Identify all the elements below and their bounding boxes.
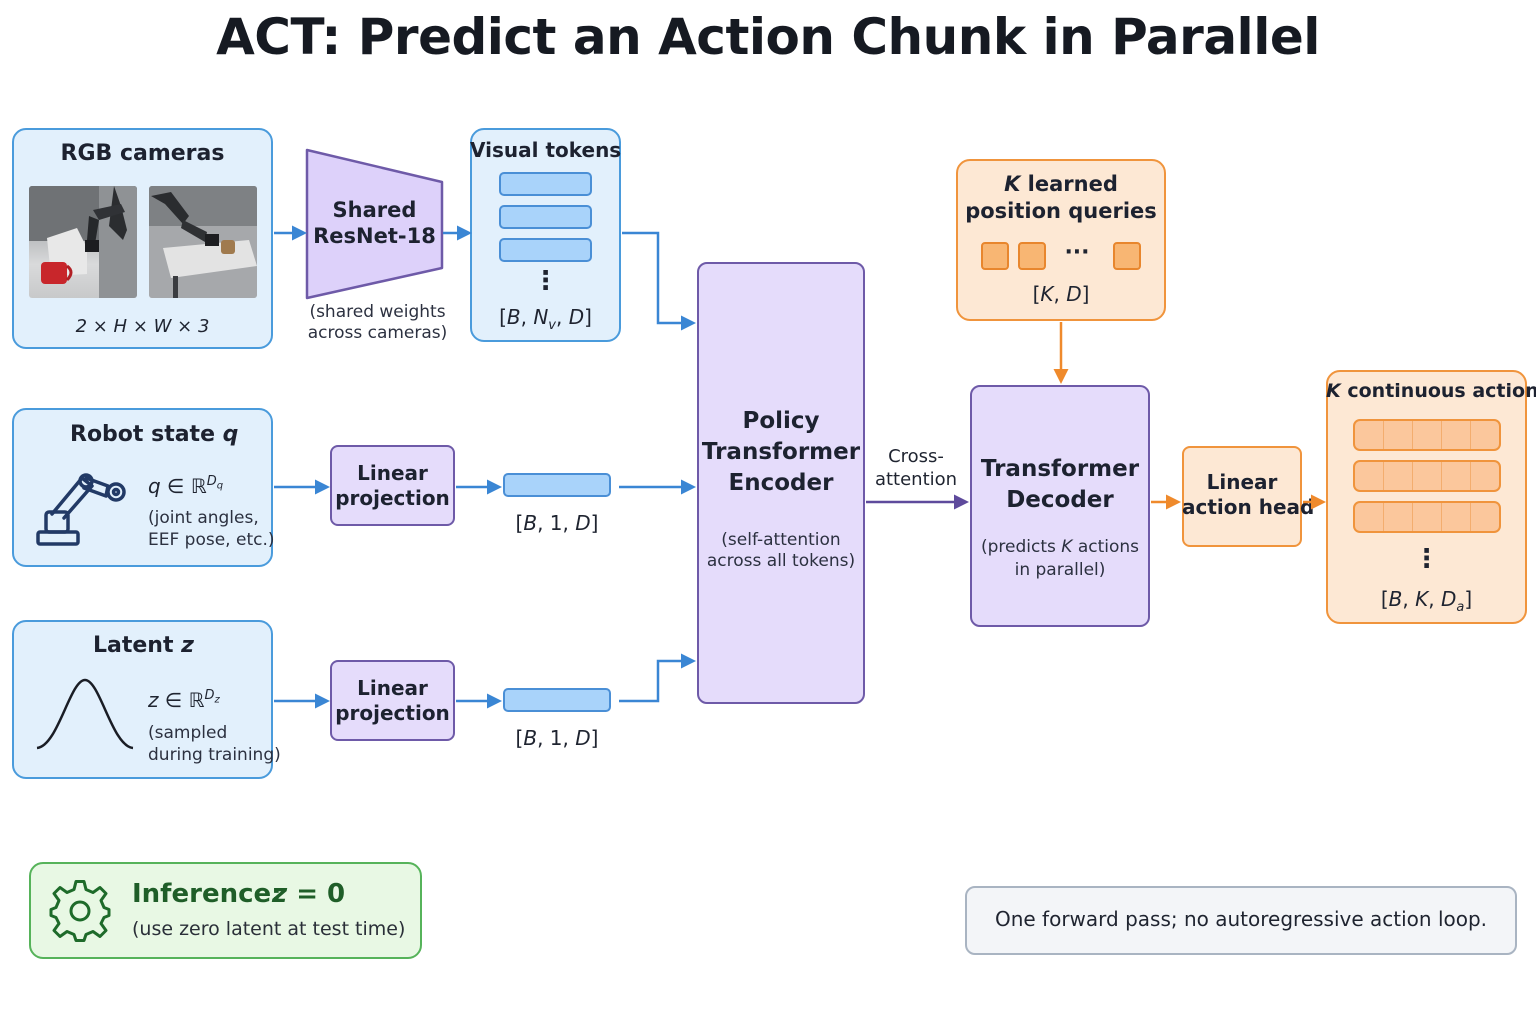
encoder-note-2: across all tokens) (706, 551, 856, 571)
linear-projection-1-label-1: Linear (357, 461, 428, 485)
actions-box (1326, 370, 1527, 624)
camera-photo-right-icon (149, 186, 257, 298)
resnet-label-1: Shared (332, 198, 417, 222)
visual-token-1 (499, 172, 592, 196)
inference-box (29, 862, 422, 959)
arrow-tokens-to-encoder (622, 231, 696, 331)
camera-photo-left-icon (29, 186, 137, 298)
encoder-label-3: Encoder (728, 470, 834, 496)
actions-title: K continuous actions (1326, 380, 1536, 402)
cross-attention-label-1: Cross- (888, 446, 944, 467)
decoder-label-1: Transformer (980, 456, 1140, 482)
footer-note: One forward pass; no autoregressive acti… (994, 907, 1488, 931)
latent-note-1: (sampled (148, 723, 228, 743)
decoder-label-2: Decoder (1006, 487, 1114, 513)
rgb-cameras-title: RGB cameras (60, 141, 225, 166)
latent-token (503, 688, 611, 712)
latent-note-2: during training) (148, 745, 281, 765)
decoder-box (970, 385, 1150, 627)
query-square-2 (1018, 242, 1046, 270)
rgb-shape: 2 × H × W × 3 (75, 316, 210, 337)
latent-token-shape: [B, 1, D] (515, 726, 599, 750)
page-title: ACT: Predict an Action Chunk in Parallel (216, 8, 1320, 66)
position-queries-box (956, 159, 1166, 321)
action-row-2 (1353, 460, 1501, 492)
linear-projection-2-label-2: projection (335, 701, 450, 725)
encoder-note-1: (self-attention (721, 530, 841, 550)
query-square-3 (1113, 242, 1141, 270)
state-token-shape: [B, 1, D] (515, 511, 599, 535)
decoder-note-1: (predicts K actions (980, 537, 1140, 557)
decoder-note-2: in parallel) (1014, 560, 1106, 580)
cross-attention-label-2: attention (874, 469, 958, 490)
robot-state-note-1: (joint angles, (148, 508, 259, 528)
linear-projection-2-label-1: Linear (357, 676, 428, 700)
inference-note: (use zero latent at test time) (132, 918, 406, 940)
inference-formula: z = 0 (272, 879, 346, 909)
robot-state-formula: q ∈ ℝDq (148, 474, 224, 498)
resnet-note-2: across cameras) (307, 323, 448, 343)
visual-tokens-title: Visual tokens (470, 138, 622, 162)
arrow-token2-to-encoder (619, 653, 696, 703)
position-queries-title-1: K learned (1004, 172, 1118, 196)
robot-state-note-2: EEF pose, etc.) (148, 530, 275, 550)
inference-title: Inference: (132, 879, 282, 909)
action-row-3 (1353, 501, 1501, 533)
encoder-label-1: Policy (742, 408, 820, 434)
query-square-1 (981, 242, 1009, 270)
linear-projection-1-box (330, 445, 455, 526)
position-queries-title-2: position queries (965, 199, 1157, 223)
encoder-box (697, 262, 865, 704)
position-queries-dots: ··· (1064, 240, 1090, 265)
visual-tokens-dots: ⋮ (532, 266, 559, 296)
position-queries-shape: [K, D] (1032, 282, 1090, 306)
state-token (503, 473, 611, 497)
camera-photo-left (29, 186, 137, 298)
latent-title: Latent z (93, 633, 194, 658)
latent-formula: z ∈ ℝDz (148, 688, 220, 712)
action-head-label-1: Linear (1206, 470, 1278, 494)
action-head-box (1182, 446, 1302, 547)
visual-token-2 (499, 205, 592, 229)
action-row-1 (1353, 419, 1501, 451)
robot-state-title: Robot state q (70, 422, 239, 447)
action-head-label-2: action head (1182, 495, 1315, 519)
footer-note-box (965, 886, 1517, 955)
encoder-label-2: Transformer (701, 439, 861, 465)
camera-photo-right (149, 186, 257, 298)
visual-tokens-shape: [B, Nv, D] (499, 305, 592, 333)
resnet-label-2: ResNet-18 (313, 224, 436, 248)
linear-projection-2-box (330, 660, 455, 741)
resnet-note-1: (shared weights (309, 302, 446, 322)
linear-projection-1-label-2: projection (335, 486, 450, 510)
actions-dots: ⋮ (1413, 544, 1440, 574)
visual-token-3 (499, 238, 592, 262)
actions-shape: [B, K, Da] (1380, 587, 1473, 615)
